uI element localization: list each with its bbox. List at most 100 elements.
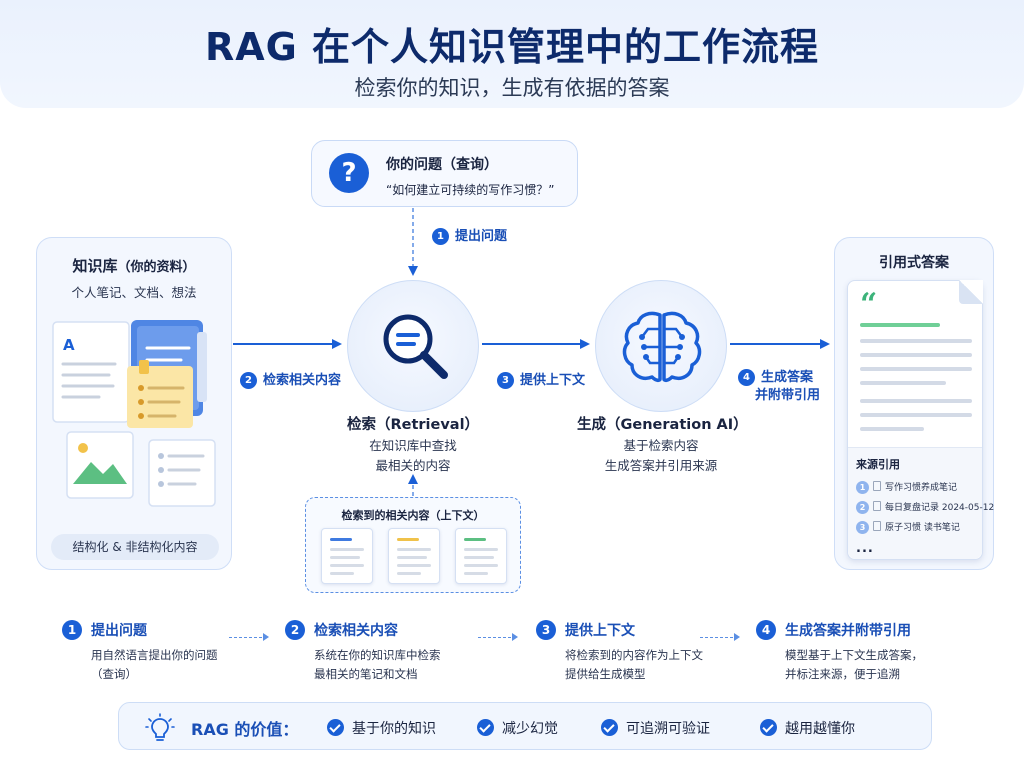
step-arrow — [700, 633, 740, 641]
step-badge: 1 — [432, 228, 449, 245]
step-badge: 2 — [285, 620, 305, 640]
step-badge: 3 — [497, 372, 514, 389]
context-box: 检索到的相关内容（上下文） — [305, 497, 521, 593]
documents-illustration: A — [52, 320, 216, 507]
text-line — [860, 413, 972, 417]
step-desc-line2: 最相关的笔记和文档 — [314, 667, 418, 681]
generation-desc-line1: 基于检索内容 — [623, 438, 699, 453]
context-doc-3 — [455, 528, 507, 584]
value-text: 减少幻觉 — [502, 721, 558, 737]
lightbulb-icon — [145, 713, 175, 741]
step-badge: 3 — [536, 620, 556, 640]
retrieval-title: 检索（Retrieval） — [346, 417, 480, 433]
label-retrieve-text: 检索相关内容 — [263, 373, 342, 388]
sources-section: 来源引用 1 写作习惯养成笔记 2 每日复盘记录 2024-05-12 3 原子习惯 … — [848, 447, 994, 559]
step-title: 检索相关内容 — [314, 623, 398, 639]
source-text: 每日复盘记录 2024-05-12 — [885, 503, 995, 513]
source-text: 写作习惯养成笔记 — [885, 483, 958, 493]
source-text: 原子习惯 读书笔记 — [885, 523, 960, 533]
source-num: 2 — [856, 501, 869, 514]
step-desc-line1: 用自然语言提出你的问题 — [91, 648, 218, 662]
step-title: 生成答案并附带引用 — [785, 623, 911, 639]
page-subtitle: 检索你的知识，生成有依据的答案 — [354, 76, 670, 100]
file-icon — [873, 481, 881, 491]
check-icon — [760, 719, 777, 736]
check-icon — [477, 719, 494, 736]
document-icon: A — [52, 321, 130, 423]
step-desc-line2: （查询） — [91, 667, 137, 681]
source-num: 3 — [856, 521, 869, 534]
step-desc-line1: 系统在你的知识库中检索 — [314, 648, 441, 662]
source-item[interactable]: 2 每日复盘记录 2024-05-12 — [856, 500, 994, 514]
sources-title: 来源引用 — [856, 458, 900, 471]
text-line — [860, 339, 972, 343]
answer-title: 引用式答案 — [879, 255, 949, 271]
header: RAG 在个人知识管理中的工作流程 检索你的知识，生成有依据的答案 — [0, 0, 1024, 108]
step-1: 1 提出问题 用自然语言提出你的问题 （查询） — [62, 620, 218, 684]
text-line — [860, 323, 940, 327]
sticky-note-icon — [127, 360, 193, 428]
value-item: 越用越懂你 — [760, 718, 855, 738]
step-desc-line1: 将检索到的内容作为上下文 — [565, 648, 703, 662]
retrieval-desc-line1: 在知识库中查找 — [369, 438, 457, 453]
value-bar: RAG 的价值： 基于你的知识 减少幻觉 可追溯可验证 越用越懂你 — [118, 702, 932, 750]
value-text: 可追溯可验证 — [626, 721, 710, 737]
step-desc-line2: 提供给生成模型 — [565, 667, 646, 681]
kb-title-note: （你的资料） — [117, 260, 196, 275]
text-line — [860, 427, 924, 431]
question-title: 你的问题（查询） — [386, 157, 498, 173]
text-line — [860, 399, 972, 403]
source-item[interactable]: 3 原子习惯 读书笔记 — [856, 520, 960, 534]
step-desc-line2: 并标注来源，便于追溯 — [785, 667, 900, 681]
text-line — [860, 381, 946, 385]
source-num: 1 — [856, 481, 869, 494]
label-context: 3 提供上下文 — [497, 369, 585, 389]
step-badge: 4 — [756, 620, 776, 640]
context-doc-2 — [388, 528, 440, 584]
step-2: 2 检索相关内容 系统在你的知识库中检索最相关的笔记和文档 — [285, 620, 441, 684]
kb-footer: 结构化 & 非结构化内容 — [51, 534, 219, 560]
step-badge: 1 — [62, 620, 82, 640]
check-icon — [601, 719, 618, 736]
step-arrow — [229, 633, 269, 641]
source-item[interactable]: 1 写作习惯养成笔记 — [856, 480, 957, 494]
kb-subtitle: 个人笔记、文档、想法 — [71, 285, 197, 300]
brain-icon — [622, 311, 702, 383]
label-answer-line1: 生成答案 — [761, 370, 814, 385]
value-text: 越用越懂你 — [785, 721, 855, 737]
image-icon — [66, 431, 134, 499]
step-title: 提出问题 — [91, 623, 147, 639]
answer-card: 引用式答案 “ 来源引用 1 写作习惯养成笔记 2 每日复盘记录 2024-05-1… — [834, 237, 994, 570]
context-doc-1 — [321, 528, 373, 584]
step-arrow — [478, 633, 518, 641]
value-label: RAG 的价值： — [191, 720, 299, 739]
step-badge: 2 — [240, 372, 257, 389]
retrieval-desc-line2: 最相关的内容 — [375, 458, 451, 473]
page-title: RAG 在个人知识管理中的工作流程 — [204, 25, 820, 69]
question-text: “如何建立可持续的写作习惯？” — [386, 183, 555, 197]
generation-node — [595, 280, 727, 412]
label-context-text: 提供上下文 — [520, 373, 586, 388]
retrieval-node — [347, 280, 479, 412]
quote-icon: “ — [860, 287, 878, 322]
value-item: 可追溯可验证 — [601, 718, 710, 738]
value-item: 基于你的知识 — [327, 718, 436, 738]
retrieval-desc: 在知识库中查找 最相关的内容 — [340, 436, 486, 476]
magnifier-icon — [383, 314, 448, 379]
question-icon: ? — [329, 153, 369, 193]
label-retrieve: 2 检索相关内容 — [240, 369, 341, 389]
list-icon — [148, 439, 216, 507]
generation-desc-line2: 生成答案并引用来源 — [604, 458, 718, 473]
kb-title-main: 知识库 — [72, 257, 118, 275]
kb-title: 知识库（你的资料） — [37, 255, 231, 276]
generation-desc: 基于检索内容 生成答案并引用来源 — [577, 436, 745, 476]
context-title: 检索到的相关内容（上下文） — [341, 509, 485, 522]
page-fold-icon — [959, 280, 983, 304]
knowledge-base-card: 知识库（你的资料） 个人笔记、文档、想法 A — [36, 237, 232, 570]
label-answer-line2: 并附带引用 — [755, 388, 821, 403]
more-sources: ... — [856, 541, 874, 556]
